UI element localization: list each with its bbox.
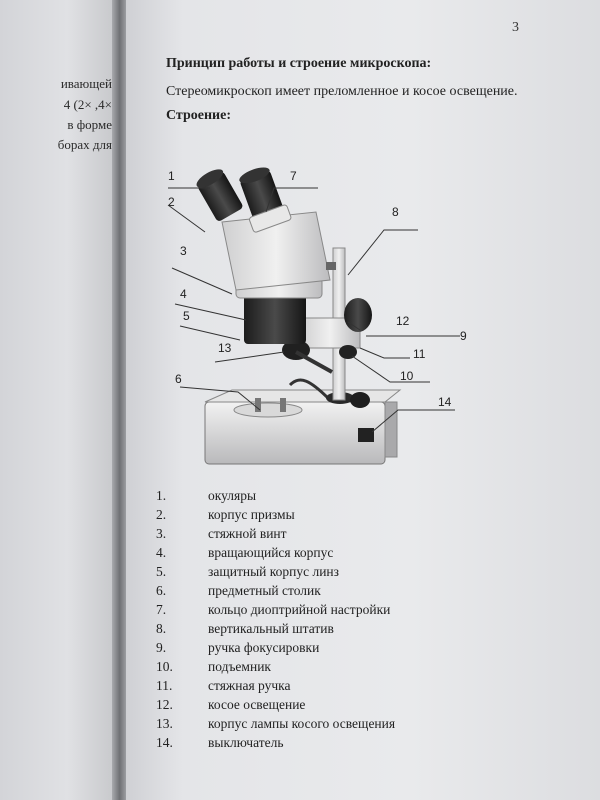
section-heading: Принцип работы и строение микроскопа: bbox=[166, 56, 432, 71]
page-number: 3 bbox=[512, 20, 519, 35]
intro-text: Стереомикроскоп имеет преломленное и кос… bbox=[166, 84, 518, 99]
callout-14: 14 bbox=[438, 395, 452, 409]
callout-8: 8 bbox=[392, 205, 399, 219]
callout-1: 1 bbox=[168, 169, 175, 183]
callout-2: 2 bbox=[168, 195, 175, 209]
part-label: защитный корпус линз bbox=[208, 564, 339, 579]
part-label: предметный столик bbox=[208, 583, 321, 598]
callout-5: 5 bbox=[183, 309, 190, 323]
part-number: 8. bbox=[156, 621, 167, 636]
left-page-line: в форме bbox=[67, 117, 112, 132]
part-number: 1. bbox=[156, 488, 167, 503]
part-label: косое освещение bbox=[208, 697, 306, 712]
part-number: 6. bbox=[156, 583, 167, 598]
microscope-diagram: 1 2 3 4 5 6 7 8 9 10 11 12 13 14 bbox=[167, 167, 467, 465]
left-page-line: борах для bbox=[57, 137, 112, 152]
part-label: выключатель bbox=[208, 735, 284, 750]
part-number: 7. bbox=[156, 602, 167, 617]
left-page-line: ивающей bbox=[60, 76, 112, 91]
part-number: 9. bbox=[156, 640, 167, 655]
callout-13: 13 bbox=[218, 341, 232, 355]
part-label: кольцо диоптрийной настройки bbox=[208, 602, 391, 617]
part-number: 4. bbox=[156, 545, 167, 560]
structure-subheading: Строение: bbox=[166, 108, 231, 123]
part-number: 2. bbox=[156, 507, 167, 522]
part-number: 14. bbox=[156, 735, 173, 750]
part-number: 10. bbox=[156, 659, 173, 674]
callout-11: 11 bbox=[413, 347, 426, 361]
part-number: 3. bbox=[156, 526, 167, 541]
part-label: корпус призмы bbox=[208, 507, 295, 522]
part-label: стяжная ручка bbox=[208, 678, 291, 693]
callout-6: 6 bbox=[175, 372, 182, 386]
part-label: корпус лампы косого освещения bbox=[208, 716, 396, 731]
part-number: 5. bbox=[156, 564, 167, 579]
callout-numbers: 1 2 3 4 5 6 7 8 9 10 11 12 13 14 bbox=[168, 169, 467, 409]
callout-leaders bbox=[167, 187, 460, 433]
callout-9: 9 bbox=[460, 329, 467, 343]
part-label: ручка фокусировки bbox=[208, 640, 320, 655]
part-label: стяжной винт bbox=[208, 526, 287, 541]
book-gutter bbox=[112, 0, 126, 800]
part-label: окуляры bbox=[208, 488, 257, 503]
callout-4: 4 bbox=[180, 287, 187, 301]
part-label: вращающийся корпус bbox=[208, 545, 334, 560]
part-number: 12. bbox=[156, 697, 173, 712]
microscope-illustration bbox=[196, 167, 402, 465]
part-label: подъемник bbox=[208, 659, 271, 674]
left-page: ивающей 4 (2× ,4× в форме борах для bbox=[0, 0, 112, 800]
part-number: 13. bbox=[156, 716, 173, 731]
callout-12: 12 bbox=[396, 314, 410, 328]
left-page-line: 4 (2× ,4× bbox=[63, 97, 112, 112]
callout-10: 10 bbox=[400, 369, 414, 383]
callout-3: 3 bbox=[180, 244, 187, 258]
callout-7: 7 bbox=[290, 169, 297, 183]
part-number: 11. bbox=[156, 678, 173, 693]
part-label: вертикальный штатив bbox=[208, 621, 334, 636]
